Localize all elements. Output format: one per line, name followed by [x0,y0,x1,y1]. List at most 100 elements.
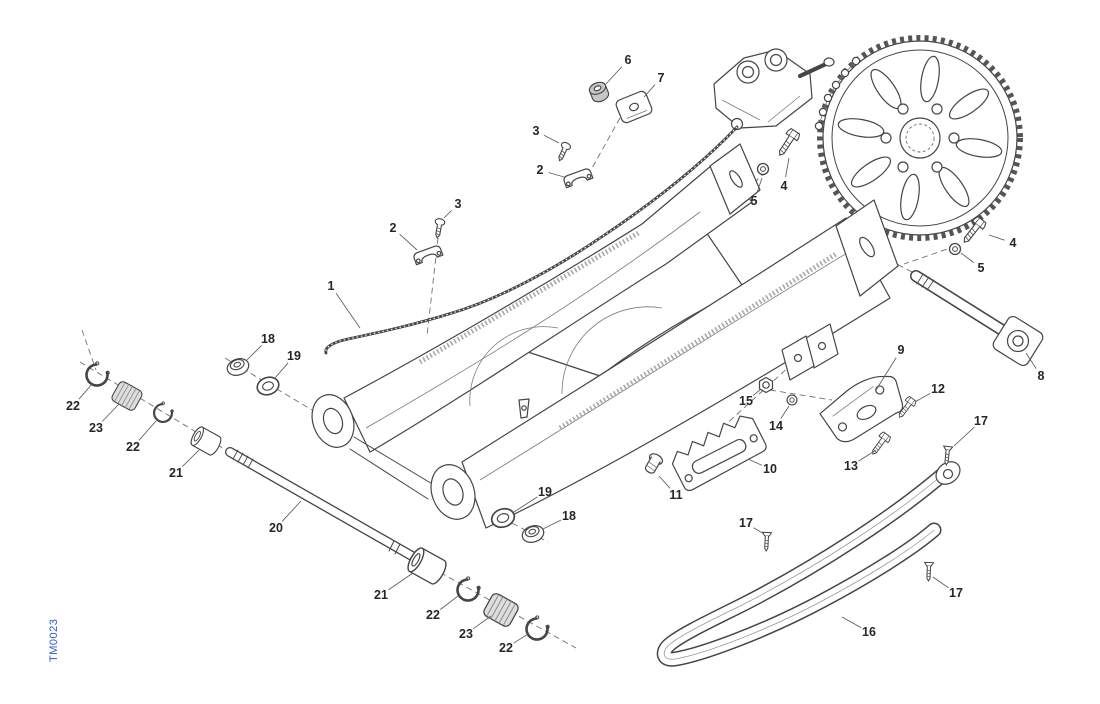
part-number-label: 16 [862,625,876,639]
swingarm [311,143,899,529]
part-number-label: 1 [328,279,335,293]
leader-line [274,362,289,379]
hose-clamp [563,168,594,189]
part-number-label: 19 [287,349,301,363]
leader-line [960,252,975,263]
leader-line [473,615,492,630]
part-number-label: 21 [169,466,183,480]
hose-clamp [413,245,444,266]
part-number-label: 5 [978,261,985,275]
needle-bearing [109,379,145,413]
part-number-label: 23 [89,421,103,435]
pivot-shaft [225,447,417,561]
leader-line [643,84,656,98]
part-number-label: 18 [261,332,275,346]
part-number-label: 3 [533,124,540,138]
leader-line [753,527,765,535]
needle-bearing [481,591,521,629]
seal-washer [254,373,282,399]
drawing-code-label: TM0023 [48,619,60,662]
leader-line [543,134,560,144]
slider-screw [761,531,773,552]
part-number-label: 9 [898,343,905,357]
part-number-label: 2 [537,163,544,177]
part-number-label: 12 [931,382,945,396]
part-number-label: 20 [269,521,283,535]
leader-line [335,293,361,329]
screw [867,430,892,458]
leader-line [443,210,452,219]
clamp-screw [554,140,573,164]
rear-axle [910,270,1044,367]
part-number-label: 14 [769,419,783,433]
leader-line [988,234,1005,241]
rear-sprocket [817,35,1023,241]
part-number-label: 18 [562,509,576,523]
part-number-label: 6 [625,53,632,67]
flanged-nut [519,522,547,546]
leader-line [388,572,414,591]
nut [758,376,774,394]
part-number-label: 17 [949,586,963,600]
part-labels: 6732321454589121514131011171717161819222… [66,53,1044,655]
washer [786,394,798,406]
part-number-label: 15 [739,394,753,408]
leader-line [785,157,790,178]
leader-line [542,519,562,530]
part-number-label: 22 [499,641,513,655]
part-number-label: 4 [1010,236,1017,250]
grommet [588,81,610,103]
part-number-label: 5 [751,194,758,208]
leader-line [953,426,975,447]
part-number-label: 22 [426,608,440,622]
brake-caliper [713,48,835,131]
leader-line [182,449,200,467]
part-number-label: 19 [538,485,552,499]
part-number-label: 22 [66,399,80,413]
leader-line [78,383,93,400]
pivot-bushing [188,424,224,458]
leader-line [841,616,862,628]
part-number-label: 10 [763,462,777,476]
leader-line [513,633,529,644]
part-number-label: 8 [1038,369,1045,383]
circlip [452,572,485,605]
construction-lines [79,117,957,649]
leader-line [399,233,418,251]
leader-line [875,357,897,391]
part-number-label: 4 [781,179,788,193]
chain-slider [656,461,961,667]
part-number-label: 17 [739,516,753,530]
leader-line [548,172,565,178]
circlip [149,398,177,426]
leader-line [513,496,538,513]
leader-line [281,500,302,522]
part-number-label: 23 [459,627,473,641]
part-number-label: 13 [844,459,858,473]
leader-line [658,475,671,489]
part-number-label: 22 [126,440,140,454]
caliper-bolt [773,127,802,160]
circlip [521,611,554,644]
leader-line [756,177,763,193]
washer [756,162,770,176]
guide-bolt [644,453,664,474]
part-number-label: 21 [374,588,388,602]
chain-guide [671,415,767,492]
leader-line [138,420,157,441]
chain-guide-bracket [819,375,904,443]
leader-line [932,576,949,589]
leader-line [439,595,459,610]
drive-chain [814,56,861,131]
part-number-label: 11 [669,488,682,502]
leader-line [101,403,120,422]
leader-line [914,393,931,403]
leader-line [752,389,761,396]
leader-line [747,458,762,466]
part-number-label: 17 [974,414,988,428]
leader-line [1025,352,1037,369]
leader-line [858,449,877,462]
clamp-screw [431,217,446,240]
